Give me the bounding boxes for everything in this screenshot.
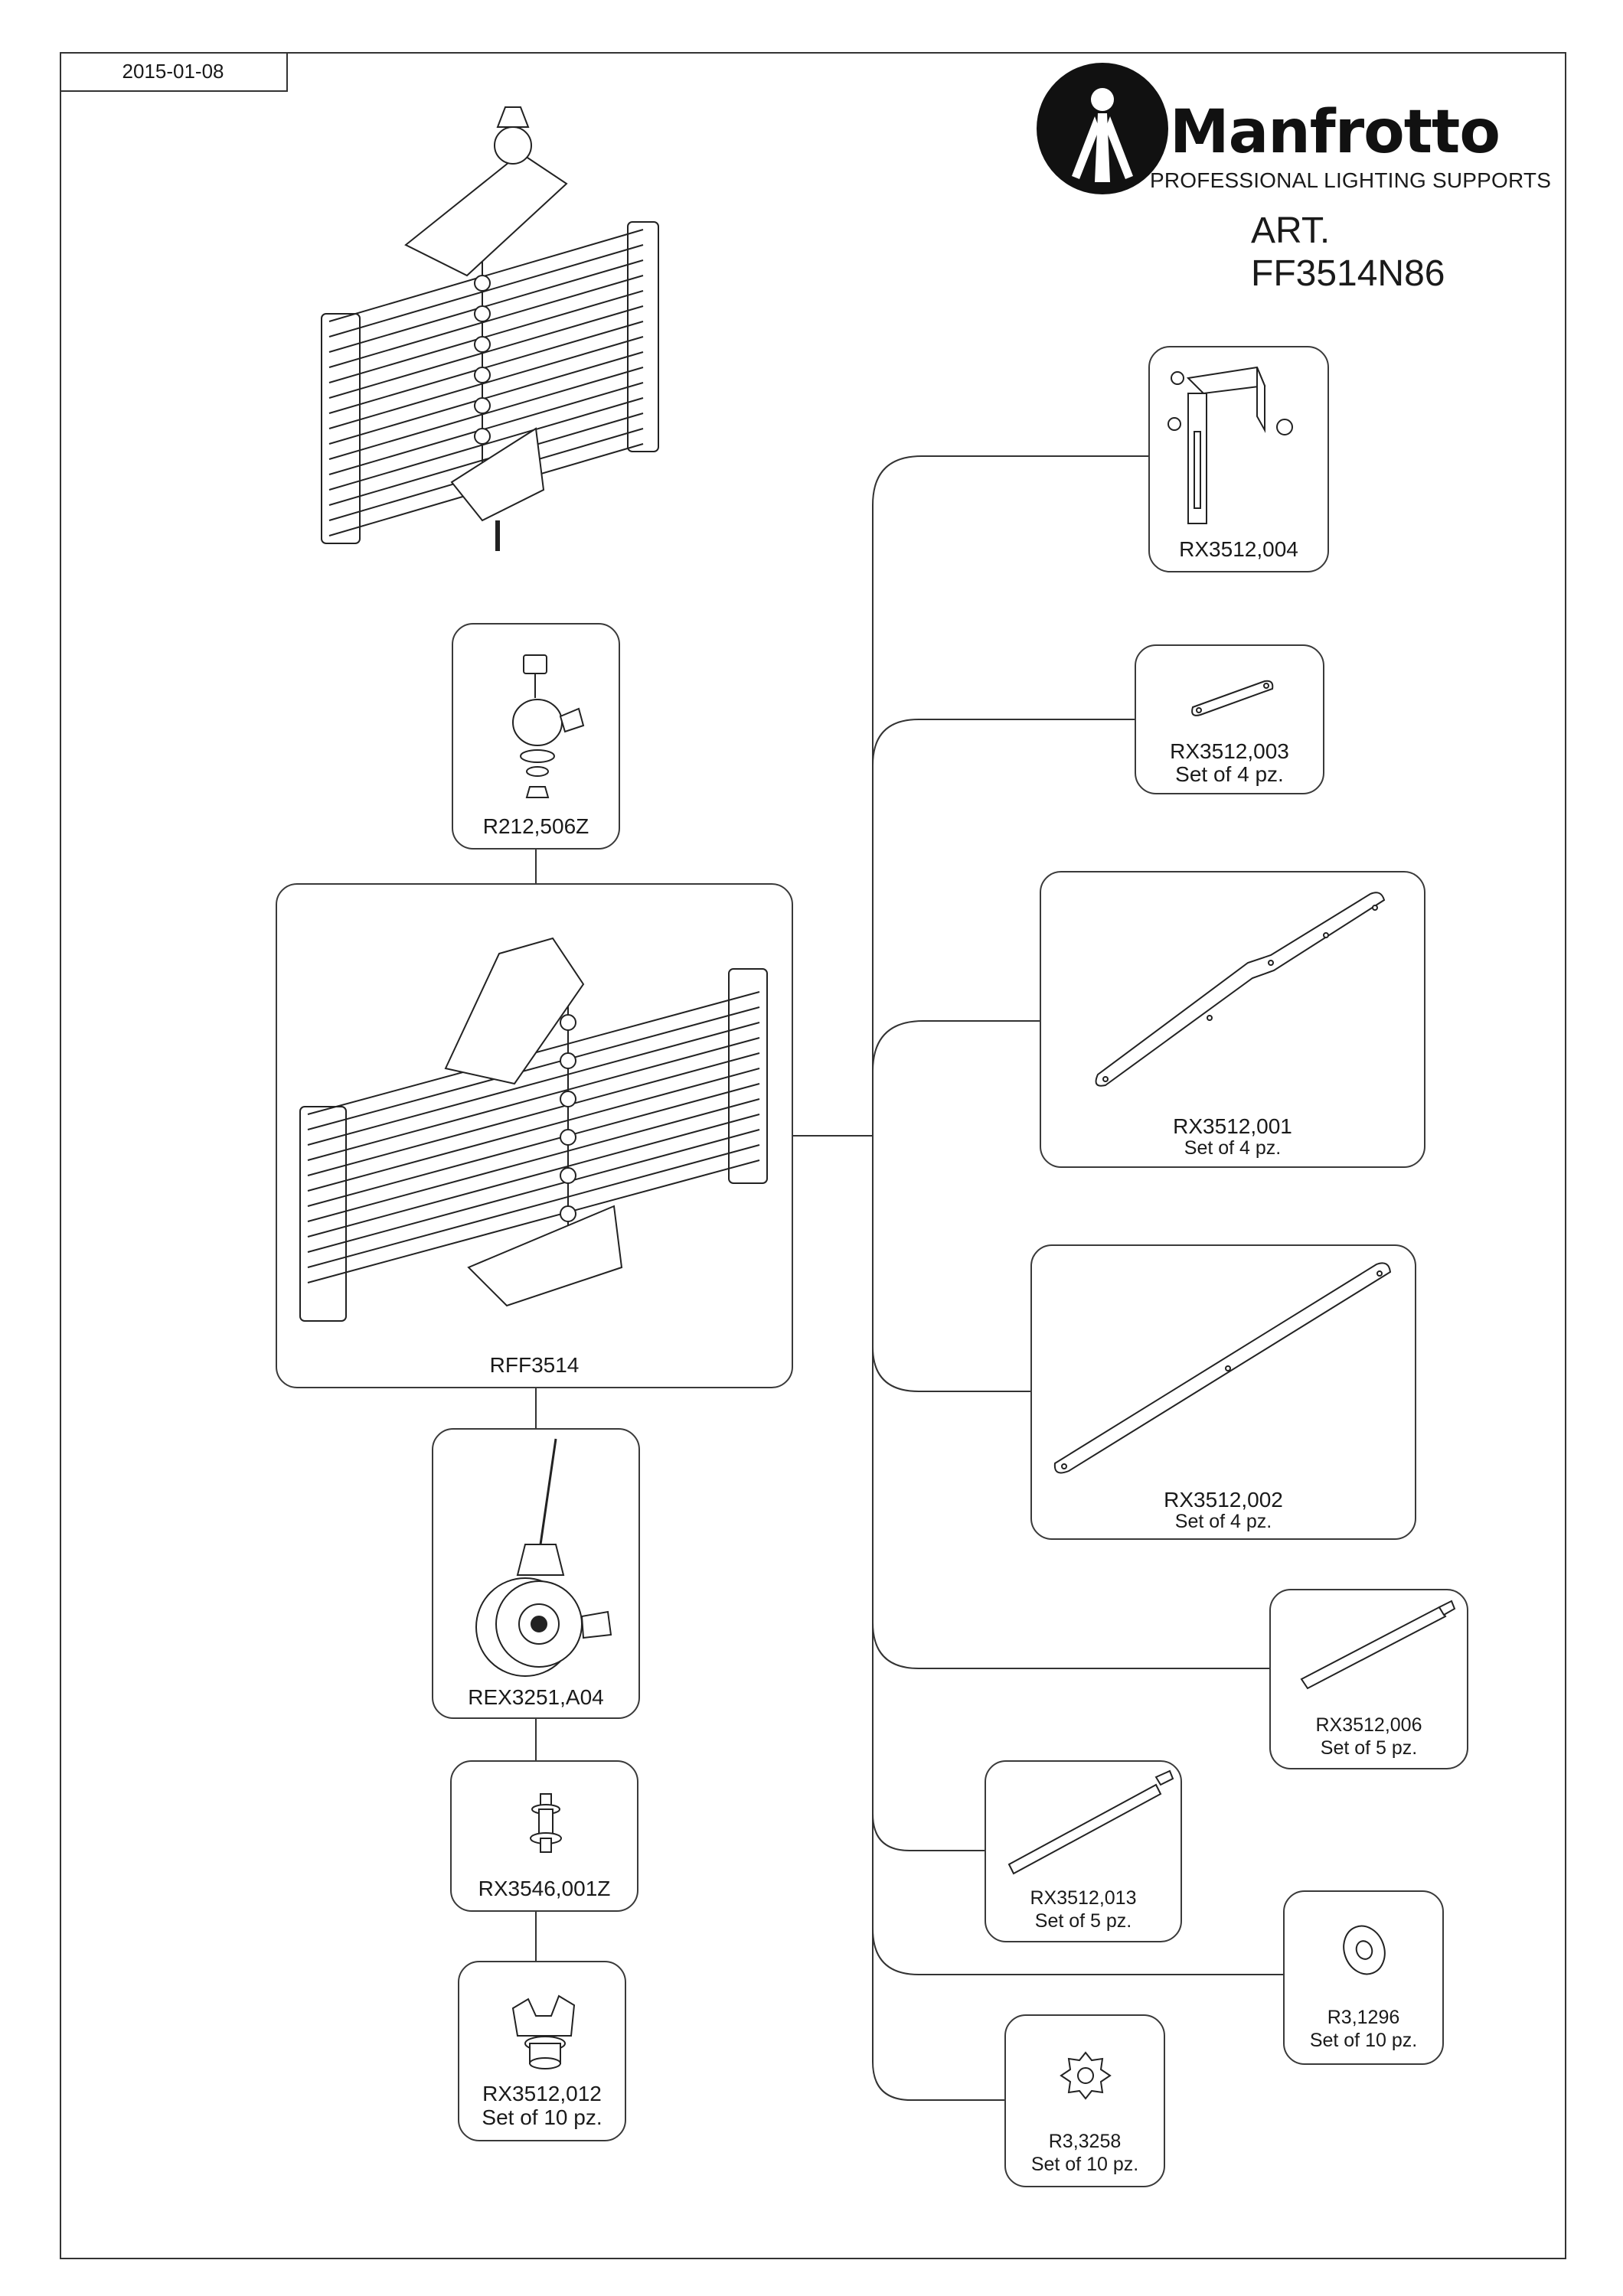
part-card-r3-1296[interactable]: R3,1296 Set of 10 pz. — [1283, 1890, 1444, 2065]
link-plate-icon — [1191, 680, 1274, 716]
part-code: RX3512,001 — [1173, 1114, 1292, 1138]
part-qty: Set of 4 pz. — [1174, 1511, 1272, 1532]
date-label: 2015-01-08 — [60, 52, 288, 92]
clip-icon — [511, 1994, 576, 2069]
pin-icon — [530, 1793, 562, 1853]
rod-icon — [1007, 1769, 1174, 1875]
article-code: FF3514N86 — [1251, 253, 1445, 294]
brand-tagline: PROFESSIONAL LIGHTING SUPPORTS — [1150, 168, 1552, 192]
part-code: R3,3258 — [1048, 2131, 1122, 2152]
part-card-rx3512-001[interactable]: RX3512,001 Set of 4 pz. — [1040, 871, 1425, 1168]
cable-reel-icon — [475, 1438, 612, 1677]
part-qty: Set of 4 pz. — [1184, 1137, 1282, 1159]
part-code: RX3512,002 — [1164, 1488, 1283, 1512]
part-card-rx3512-013[interactable]: RX3512,013 Set of 5 pz. — [985, 1760, 1182, 1942]
part-qty: Set of 10 pz. — [1030, 2154, 1139, 2175]
part-code: RX3512,003 — [1170, 739, 1289, 763]
part-code: RX3546,001Z — [478, 1877, 611, 1900]
part-card-r3-3258[interactable]: R3,3258 Set of 10 pz. — [1004, 2014, 1165, 2187]
scissor-clamp-icon — [299, 937, 768, 1322]
drawing-frame — [60, 52, 1566, 2259]
part-card-rx3512-012[interactable]: RX3512,012 Set of 10 pz. — [458, 1961, 626, 2141]
part-card-rx3512-004[interactable]: RX3512,004 — [1148, 346, 1329, 572]
part-qty: Set of 5 pz. — [1034, 1910, 1132, 1932]
article-label: ART. — [1251, 210, 1331, 251]
part-qty: Set of 4 pz. — [1175, 762, 1284, 786]
washer-icon — [1343, 1925, 1386, 1975]
lock-washer-icon — [1060, 2051, 1112, 2100]
part-code: R212,506Z — [482, 814, 589, 838]
part-card-r212-506z[interactable]: R212,506Z — [452, 623, 620, 850]
part-code: RFF3514 — [489, 1353, 580, 1377]
part-code: REX3251,A04 — [468, 1685, 604, 1709]
part-code: R3,1296 — [1327, 2007, 1400, 2028]
part-card-rx3512-006[interactable]: RX3512,006 Set of 5 pz. — [1269, 1589, 1468, 1769]
brand-name: Manfrotto — [1170, 98, 1501, 167]
baby-spigot-icon — [512, 654, 585, 798]
part-qty: Set of 5 pz. — [1320, 1737, 1418, 1759]
part-code: RX3512,013 — [1030, 1887, 1137, 1909]
scissor-clamp-icon — [321, 106, 659, 551]
part-card-rx3512-003[interactable]: RX3512,003 Set of 4 pz. — [1135, 644, 1324, 794]
part-code: RX3512,006 — [1315, 1714, 1422, 1736]
straight-arm-icon — [1053, 1262, 1392, 1474]
rod-icon — [1300, 1600, 1456, 1690]
part-card-rx3512-002[interactable]: RX3512,002 Set of 4 pz. — [1030, 1244, 1416, 1540]
bent-arm-icon — [1095, 892, 1386, 1087]
manfrotto-logo-icon — [1037, 63, 1168, 194]
article-number: ART. FF3514N86 — [1251, 210, 1445, 295]
part-card-rex3251-a04[interactable]: REX3251,A04 — [432, 1428, 640, 1719]
part-code: RX3512,012 — [482, 2082, 602, 2105]
part-qty: Set of 10 pz. — [482, 2105, 603, 2129]
part-card-rx3546-001z[interactable]: RX3546,001Z — [450, 1760, 638, 1912]
part-card-rff3514[interactable]: RFF3514 — [276, 883, 793, 1388]
part-qty: Set of 10 pz. — [1309, 2030, 1418, 2051]
part-code: RX3512,004 — [1179, 537, 1298, 561]
bracket-icon — [1167, 366, 1293, 524]
